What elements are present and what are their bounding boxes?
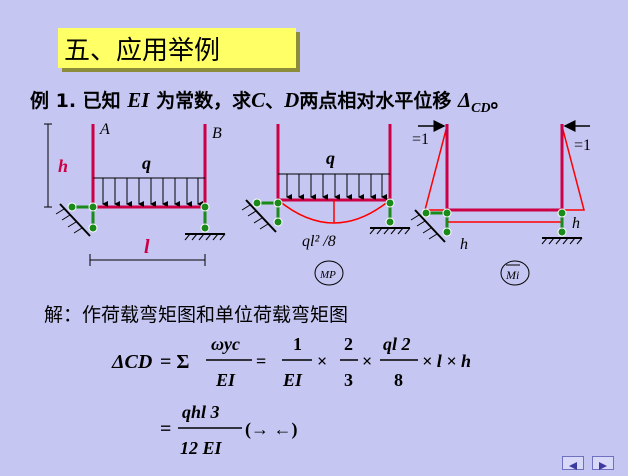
eq1-frac2-den: EI	[282, 370, 303, 390]
problem-lead: 例 1. 已知	[30, 90, 128, 112]
frame2-label-mp: MP	[319, 269, 336, 281]
frame1-label-h: h	[58, 156, 68, 176]
eq1-frac1-num: ωyc	[211, 334, 240, 354]
svg-text:×: ×	[317, 351, 327, 371]
frame3-left-support	[410, 208, 452, 243]
svg-text:×: ×	[362, 351, 372, 371]
prev-slide-button[interactable]	[562, 456, 584, 470]
frame3-label-left-force: =1	[412, 131, 429, 148]
frame2-load-arrows	[286, 174, 387, 200]
mi-circle	[500, 260, 530, 286]
diagram-1-frame: A B q h l	[44, 121, 226, 266]
frame2-label-moment: ql² /8	[302, 233, 336, 250]
frame2-left-support	[241, 198, 283, 233]
frame1-label-a: A	[99, 121, 110, 138]
svg-text:=: =	[256, 351, 266, 371]
problem-statement: 例 1. 已知 EI 为常数，求C、D两点相对水平位移 ΔCD。	[30, 86, 510, 117]
frame3-label-h-bottom: h	[460, 236, 468, 253]
diagram-2-mp: q ql² /8 MP	[241, 124, 411, 286]
frame3-label-h-right: h	[572, 215, 580, 232]
problem-sep: 、	[265, 90, 285, 112]
eq1-sum: = Σ	[160, 351, 189, 373]
frame3-label-mi: Mi	[505, 268, 519, 282]
chevron-right-icon	[599, 462, 607, 470]
title-box	[58, 28, 296, 68]
frame2-right-support	[369, 198, 411, 235]
eq1-frac1-den: EI	[215, 370, 236, 390]
solution-intro: 解：作荷载弯矩图和单位荷载弯矩图	[44, 304, 349, 326]
frame1-load-arrows	[102, 178, 203, 207]
frame2-label-q: q	[326, 148, 335, 168]
eq2-frac-num: qhl 3	[182, 402, 220, 422]
problem-ei: EI	[127, 88, 150, 112]
eq2-tail: (→ ←)	[245, 419, 298, 440]
eq2-frac-den: 12 EI	[180, 438, 223, 458]
svg-text:=: =	[160, 418, 171, 440]
eq1-frac4-den: 8	[394, 370, 403, 390]
eq1-frac2-num: 1	[293, 334, 302, 354]
eq1-frac3-den: 3	[344, 370, 353, 390]
page-title: 五、应用举例	[64, 36, 221, 66]
eq1-frac3-num: 2	[344, 334, 353, 354]
eq1-lhs: ΔCD	[111, 351, 152, 373]
equation-2: = qhl 3 12 EI (→ ←)	[160, 402, 298, 458]
frame3-label-right-force: =1	[574, 137, 591, 154]
problem-mid: 为常数，求	[149, 90, 252, 112]
chevron-left-icon	[569, 462, 577, 470]
equation-1: ΔCD = Σ ωyc EI = 1 EI × 2 3 × ql 2 8 × l…	[111, 334, 471, 390]
eq1-frac4-num: ql 2	[383, 334, 411, 354]
next-slide-button[interactable]	[592, 456, 614, 470]
diagram-3-mi: =1 =1 h h Mi	[410, 120, 591, 286]
problem-delta: Δ	[457, 88, 472, 112]
frame1-label-b: B	[212, 125, 222, 142]
eq1-tail: × l × h	[422, 351, 471, 371]
problem-c: C	[251, 88, 266, 112]
frame1-left-support	[55, 202, 98, 237]
frame1-right-support	[184, 202, 226, 241]
problem-end: 。	[490, 90, 510, 112]
frame1-label-q: q	[142, 153, 151, 173]
mp-circle	[314, 260, 344, 286]
problem-tail: 两点相对水平位移	[299, 90, 458, 112]
frame1-label-l: l	[144, 236, 150, 258]
problem-d: D	[284, 88, 300, 112]
problem-sub: CD	[471, 100, 491, 116]
frame3-right-support	[541, 208, 583, 245]
